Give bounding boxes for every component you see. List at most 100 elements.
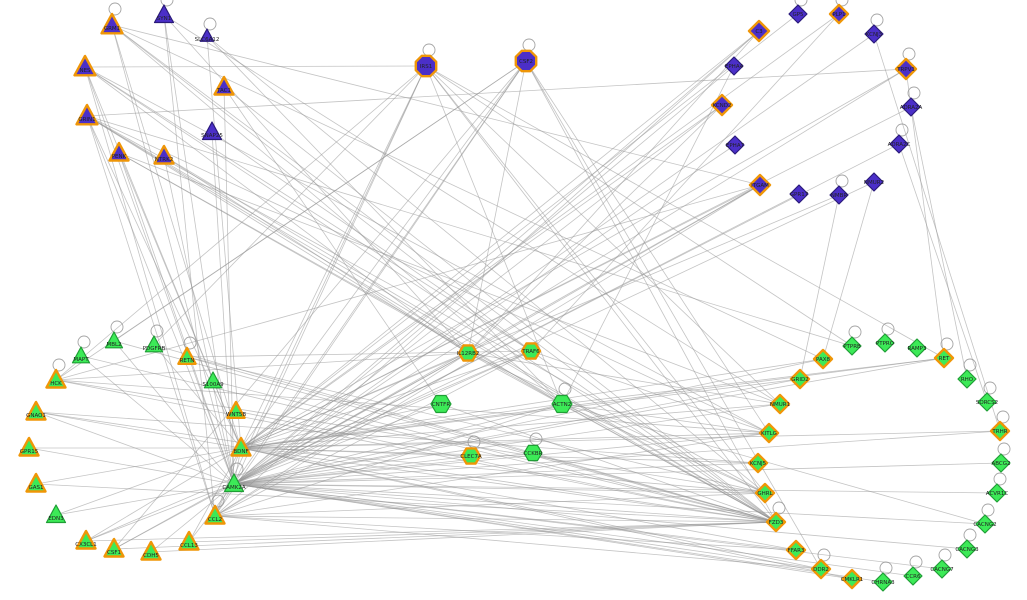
node-EPHA4[interactable]	[724, 56, 744, 76]
node-EPHA7[interactable]	[725, 135, 745, 155]
node-CHRNA3[interactable]	[873, 572, 893, 592]
node-IL12RB2[interactable]	[457, 344, 479, 362]
node-HCK[interactable]	[45, 368, 67, 389]
node-GHRL[interactable]	[754, 482, 776, 504]
node-CACNG2[interactable]	[975, 514, 995, 534]
node-ADRA2A[interactable]	[901, 97, 921, 117]
node-CMKLR1[interactable]	[841, 568, 863, 590]
node-MBL2[interactable]	[104, 331, 124, 349]
node-NMUR2[interactable]	[864, 172, 884, 192]
node-GNAO1[interactable]	[25, 400, 47, 421]
edge	[233, 104, 723, 485]
node-SORCS2[interactable]	[977, 392, 997, 412]
node-TRHR[interactable]	[989, 420, 1011, 442]
edge	[561, 403, 986, 525]
node-ACVR1C[interactable]	[987, 483, 1007, 503]
node-S100A9[interactable]	[203, 371, 223, 389]
node-CACNG3[interactable]	[957, 539, 977, 559]
edge	[85, 483, 235, 542]
edge	[240, 352, 469, 449]
node-IRS1[interactable]	[414, 54, 438, 78]
edge	[240, 68, 907, 449]
self-loop	[52, 358, 66, 372]
node-GRM1[interactable]	[100, 12, 124, 35]
self-loop	[940, 337, 954, 351]
node-TAC1[interactable]	[213, 75, 235, 96]
node-MAPT[interactable]	[71, 346, 91, 364]
edge	[467, 352, 781, 405]
node-CNTFR[interactable]	[430, 394, 452, 414]
self-loop	[996, 410, 1010, 424]
edge	[211, 131, 532, 352]
node-EDN3[interactable]	[45, 504, 67, 524]
node-GRID2[interactable]	[789, 368, 811, 390]
node-ABCG2[interactable]	[991, 453, 1011, 473]
node-CAMK2A[interactable]	[223, 473, 245, 493]
edge	[240, 13, 799, 449]
node-TRAF6[interactable]	[520, 342, 542, 360]
node-CACNG7[interactable]	[932, 559, 952, 579]
self-loop	[909, 555, 923, 569]
node-NMBR[interactable]	[829, 185, 849, 205]
node-CDH5[interactable]	[140, 540, 162, 561]
edge	[233, 30, 760, 485]
edge	[214, 515, 777, 523]
node-CCKBR[interactable]	[523, 444, 543, 462]
node-NTRK2[interactable]	[153, 144, 175, 165]
self-loop	[963, 358, 977, 372]
edge	[118, 152, 242, 449]
node-CCR6[interactable]	[903, 566, 923, 586]
node-SYN1[interactable]	[153, 4, 175, 24]
node-FZD3[interactable]	[765, 511, 787, 533]
edge	[186, 356, 766, 494]
node-PLP1[interactable]	[828, 3, 850, 25]
self-loop	[422, 43, 436, 57]
node-DDR2[interactable]	[810, 558, 832, 580]
node-GPR15[interactable]	[18, 436, 40, 457]
node-PTPRO[interactable]	[875, 333, 895, 353]
edge	[80, 355, 235, 485]
node-ADRA2C[interactable]	[889, 134, 909, 154]
node-RETN[interactable]	[177, 346, 197, 365]
node-KCND2[interactable]	[710, 93, 734, 117]
node-PTPRB[interactable]	[842, 336, 862, 356]
node-CCL2[interactable]	[204, 504, 226, 525]
node-PAX8[interactable]	[812, 348, 834, 370]
node-PENK[interactable]	[108, 141, 130, 162]
node-NES[interactable]	[73, 54, 97, 77]
node-CCL13[interactable]	[178, 530, 200, 551]
node-SLC6A12[interactable]	[199, 28, 215, 42]
node-KITLG[interactable]	[758, 422, 780, 444]
node-CX3CL1[interactable]	[75, 529, 97, 550]
node-RET[interactable]	[933, 347, 955, 369]
node-BDNF[interactable]	[230, 436, 252, 457]
self-loop	[203, 17, 217, 31]
node-GAS1[interactable]	[25, 472, 47, 493]
node-WNT5B[interactable]	[226, 400, 246, 419]
node-CLEC7A[interactable]	[460, 447, 482, 465]
node-ACTN2[interactable]	[551, 394, 573, 414]
node-GP5[interactable]	[788, 4, 808, 24]
node-C3[interactable]	[747, 19, 771, 43]
node-GRIN1[interactable]	[75, 103, 99, 126]
node-CSF2[interactable]	[514, 49, 538, 73]
edge	[425, 65, 945, 359]
node-RAMP3[interactable]	[907, 338, 927, 358]
node-TRPV1[interactable]	[894, 57, 918, 81]
node-GPR17[interactable]	[789, 184, 809, 204]
edge	[35, 411, 242, 449]
node-CSF1[interactable]	[103, 537, 125, 558]
node-RHO[interactable]	[957, 369, 977, 389]
self-loop	[835, 0, 849, 7]
node-SNAP25[interactable]	[201, 121, 223, 141]
node-PDGFRB[interactable]	[144, 335, 164, 353]
edge	[233, 483, 884, 583]
node-ITGAM[interactable]	[748, 173, 772, 197]
node-FFAR3[interactable]	[785, 539, 807, 561]
node-NMUR1[interactable]	[769, 393, 791, 415]
node-KCNJ5[interactable]	[747, 452, 769, 474]
edge	[233, 33, 875, 485]
edge	[240, 447, 759, 464]
node-KCNJ3[interactable]	[864, 24, 884, 44]
